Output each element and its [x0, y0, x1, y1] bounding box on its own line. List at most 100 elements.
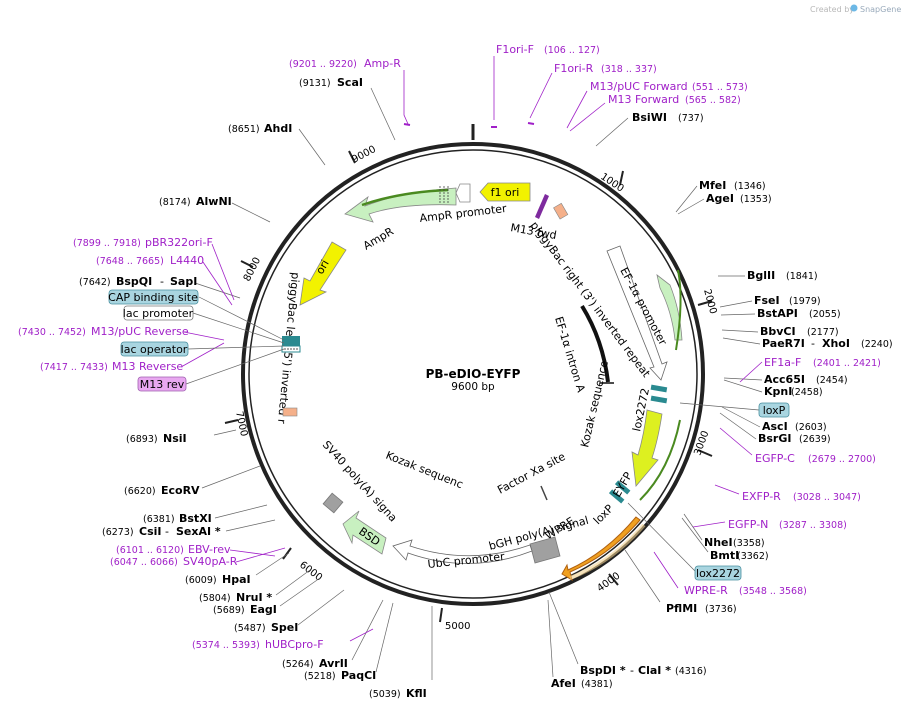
site-line-bstxi — [214, 504, 268, 519]
primer-hubcpro-f[interactable]: hUBCpro-F — [265, 638, 324, 651]
site-bsiwi[interactable]: BsiWI — [632, 111, 667, 124]
primer-line-f1ori-r — [529, 72, 553, 119]
site-line-afei — [547, 599, 554, 678]
primer-m13-puc-reverse[interactable]: M13/pUC Reverse — [91, 325, 189, 338]
site-num-agei: (1353) — [740, 194, 772, 205]
plasmid-name: PB-eDIO-EYFP — [426, 367, 521, 381]
feature-f1-ori[interactable] — [479, 182, 531, 202]
site-scai[interactable]: ScaI — [337, 76, 363, 89]
site-paer7i[interactable]: PaeR7I — [762, 337, 805, 350]
site-pflmi[interactable]: PflMI — [666, 602, 697, 615]
feature-lox-4[interactable] — [608, 489, 625, 504]
site-clai[interactable]: ClaI * — [638, 664, 671, 677]
primer-sv40pa-r[interactable]: SV40pA-R — [183, 555, 238, 568]
feature-ori[interactable] — [299, 241, 347, 306]
site-alwni[interactable]: AlwNI — [196, 195, 232, 208]
site-ahdi[interactable]: AhdI — [264, 122, 292, 135]
site-xhoi[interactable]: XhoI — [822, 337, 850, 350]
cap-binding-site-box[interactable] — [108, 289, 199, 305]
site-num-bmti: (3362) — [737, 551, 769, 562]
site-asci[interactable]: AscI — [762, 420, 788, 433]
feature-salmon-left[interactable] — [282, 407, 298, 417]
primer-exfp-r[interactable]: EXFP-R — [742, 490, 781, 503]
site-spei[interactable]: SpeI — [271, 621, 298, 634]
site-line-fsei — [719, 300, 753, 308]
primer-f1ori-f[interactable]: F1ori-F — [496, 43, 534, 56]
feature-ubc-promoter[interactable] — [392, 539, 533, 564]
feature-bgh[interactable] — [529, 536, 561, 564]
site-mfei[interactable]: MfeI — [699, 179, 726, 192]
site-eagi[interactable]: EagI — [250, 603, 277, 616]
feature-wpre[interactable] — [561, 516, 641, 582]
feature-lox-2[interactable] — [650, 395, 668, 404]
site-fsei[interactable]: FseI — [754, 294, 780, 307]
feature-m13-fwd[interactable] — [535, 194, 549, 219]
site-bmti[interactable]: BmtI — [710, 549, 739, 562]
site-bstxi[interactable]: BstXI — [179, 512, 212, 525]
primer-egfp-n[interactable]: EGFP-N — [728, 518, 768, 531]
feature-lox-3[interactable] — [614, 480, 631, 495]
feature-sv40-polya[interactable] — [322, 492, 344, 514]
site-kpni[interactable]: KpnI — [764, 385, 792, 398]
backbone-inner — [248, 149, 698, 599]
primer-egfp-c[interactable]: EGFP-C — [755, 452, 795, 465]
primer-m13-forward[interactable]: M13 Forward — [608, 93, 679, 106]
site-bspdi[interactable]: BspDI * — [580, 664, 626, 677]
site-ecorv[interactable]: EcoRV — [161, 484, 200, 497]
site-nsii[interactable]: NsiI — [163, 432, 187, 445]
site-sep-paer7i: - — [811, 337, 815, 350]
feature-ef1a-promoter[interactable] — [656, 274, 683, 341]
feature-factor-xa[interactable] — [540, 485, 548, 501]
feature-eyfp[interactable] — [631, 409, 663, 487]
site-bbvci[interactable]: BbvCI — [760, 325, 796, 338]
primer-range-m13-rev: (7417 .. 7433) — [40, 362, 108, 373]
site-acc65i[interactable]: Acc65I — [764, 373, 805, 386]
site-num-bsrgi: (2639) — [799, 434, 831, 445]
site-afei[interactable]: AfeI — [551, 677, 576, 690]
feature-salmon-top[interactable] — [553, 202, 569, 220]
primer-m13-puc-forward[interactable]: M13/pUC Forward — [590, 80, 688, 93]
site-line-scai — [370, 87, 396, 141]
feature-ef1a-intron[interactable] — [580, 304, 610, 383]
primer-pbr322ori-f[interactable]: pBR322ori-F — [145, 236, 213, 249]
primer-ef1a-f[interactable]: EF1a-F — [764, 356, 801, 369]
primer-f1ori-r[interactable]: F1ori-R — [554, 62, 594, 75]
primer-l4440[interactable]: L4440 — [170, 254, 204, 267]
feature-ampr-orf — [361, 188, 449, 207]
site-line-ahdi — [298, 128, 326, 166]
site-num-mfei: (1346) — [734, 181, 766, 192]
site-num-bglii: (1841) — [786, 271, 818, 282]
site-line-asci — [721, 406, 761, 428]
feature-piggybac-right[interactable] — [606, 245, 668, 381]
feature-bsd[interactable] — [342, 510, 387, 555]
site-bspqi[interactable]: BspQI — [116, 275, 152, 288]
site-bstapi[interactable]: BstAPI — [757, 307, 798, 320]
primer-amp-r[interactable]: Amp-R — [364, 57, 401, 70]
site-nrui[interactable]: NruI * — [236, 591, 272, 604]
lac-operator-box[interactable] — [120, 341, 189, 357]
site-sapi[interactable]: SapI — [170, 275, 197, 288]
feature-lac-operator-mark[interactable] — [282, 336, 300, 346]
site-agei[interactable]: AgeI — [706, 192, 734, 205]
m13-rev-box[interactable] — [137, 376, 187, 392]
site-line-bmti — [681, 517, 709, 553]
feature-small-promoter[interactable] — [455, 183, 471, 203]
lox2272-box[interactable] — [694, 565, 742, 581]
site-csii[interactable]: CsiI — [139, 525, 161, 538]
loxp-box[interactable] — [758, 402, 790, 418]
site-paqci[interactable]: PaqCI — [341, 669, 376, 682]
site-hpai[interactable]: HpaI — [222, 573, 251, 586]
primer-wpre-r[interactable]: WPRE-R — [684, 584, 728, 597]
site-kfli[interactable]: KflI — [406, 687, 427, 700]
site-num-csii: (6273) — [102, 527, 134, 538]
primer-ebv-rev[interactable]: EBV-rev — [188, 543, 231, 556]
site-bsrgi[interactable]: BsrGI — [758, 432, 791, 445]
site-avrii[interactable]: AvrII — [319, 657, 348, 670]
site-num-avrii: (5264) — [282, 659, 314, 670]
site-nhei[interactable]: NheI — [704, 536, 733, 549]
lac-promoter-box[interactable] — [123, 305, 194, 321]
site-bglii[interactable]: BglII — [747, 269, 775, 282]
primer-m13-reverse[interactable]: M13 Reverse — [112, 360, 183, 373]
feature-lox-1[interactable] — [650, 384, 668, 393]
site-sexai[interactable]: SexAI * — [176, 525, 221, 538]
